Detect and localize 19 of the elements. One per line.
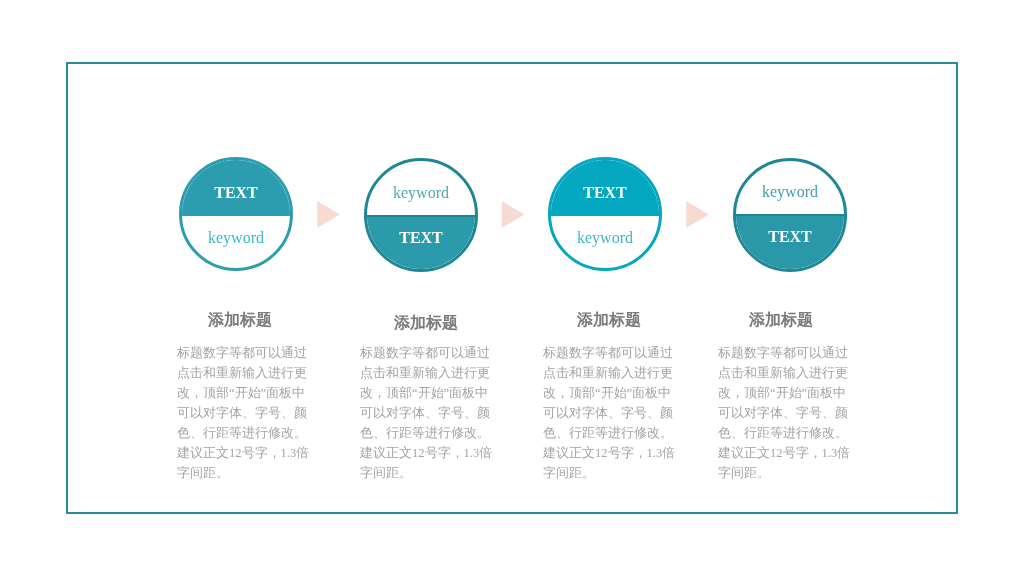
- circle-title: TEXT: [399, 227, 443, 248]
- arrow-triangle: [501, 201, 525, 228]
- circle-title: TEXT: [768, 227, 812, 247]
- arrow-triangle: [317, 201, 340, 228]
- step-description: 标题数字等都可以通过点击和重新输入进行更改，顶部“开始”面板中可以对字体、字号、颜色、行距等进行修改。建议正文12号字，1.3倍字间距。: [360, 345, 494, 482]
- circle-title: TEXT: [214, 182, 258, 203]
- step-heading: 添加标题: [749, 310, 813, 330]
- step-description: 标题数字等都可以通过点击和重新输入进行更改，顶部“开始”面板中可以对字体、字号、颜色、行距等进行修改。建议正文12号字，1.3倍字间距。: [543, 345, 677, 482]
- step-heading: 添加标题: [208, 310, 272, 330]
- arrow-triangle: [686, 201, 709, 228]
- circle-keyword: keyword: [208, 227, 264, 248]
- step-heading: 添加标题: [577, 310, 641, 330]
- step-description: 标题数字等都可以通过点击和重新输入进行更改，顶部“开始”面板中可以对字体、字号、颜色、行距等进行修改。建议正文12号字，1.3倍字间距。: [177, 345, 311, 482]
- step-description: 标题数字等都可以通过点击和重新输入进行更改，顶部“开始”面板中可以对字体、字号、颜色、行距等进行修改。建议正文12号字，1.3倍字间距。: [718, 345, 852, 482]
- circle-keyword: keyword: [762, 182, 818, 202]
- circle-keyword: keyword: [393, 182, 449, 203]
- step-heading: 添加标题: [394, 313, 458, 333]
- circle-keyword: keyword: [577, 227, 633, 248]
- circle-title: TEXT: [583, 182, 627, 203]
